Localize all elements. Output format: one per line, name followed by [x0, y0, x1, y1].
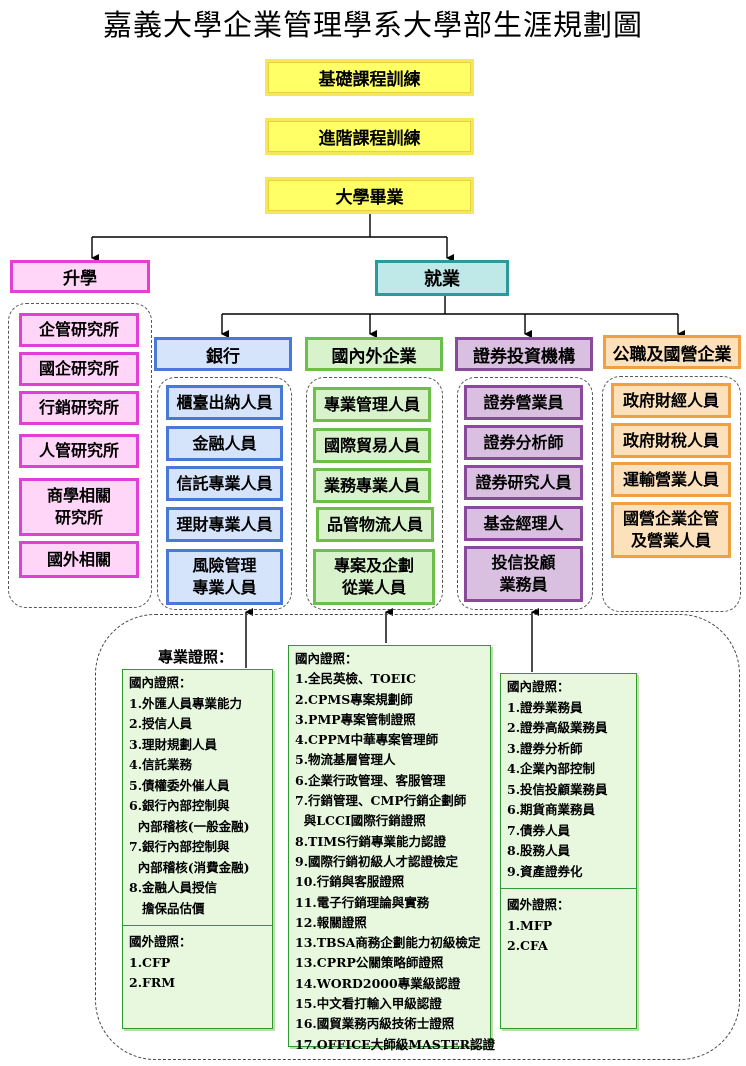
license-divider — [501, 888, 636, 889]
license-item: 3.證券分析師 — [507, 740, 583, 756]
public-item: 運輸營業人員 — [611, 462, 731, 497]
license-item: 7.銀行內部控制與 — [129, 839, 230, 854]
enterprise-item: 國際貿易人員 — [313, 428, 431, 463]
license-item: 8.TIMS行銷專業能力認證 — [295, 833, 447, 849]
license-item: 13.TBSA商務企劃能力初級檢定 — [295, 935, 481, 951]
bank-item: 金融人員 — [166, 426, 283, 461]
license-item: 2.授信人員 — [129, 716, 193, 731]
study-item: 企管研究所 — [19, 313, 139, 347]
bank-item: 櫃臺出納人員 — [166, 385, 283, 420]
public-item: 國營企業企管 及營業人員 — [611, 502, 731, 558]
license-heading: 國內證照： — [129, 675, 192, 690]
license-item: 2.CFA — [507, 938, 548, 953]
stage-advanced: 進階課程訓練 — [265, 118, 474, 155]
enterprise-item: 專業管理人員 — [313, 387, 431, 422]
stage-basic: 基礎課程訓練 — [265, 59, 474, 96]
bank-item: 理財專業人員 — [166, 507, 283, 542]
license-item: 3.理財規劃人員 — [129, 736, 218, 752]
license-item: 5.投信投顧業務員 — [507, 781, 608, 797]
license-item: 8.股務人員 — [507, 843, 571, 858]
license-item: 2.FRM — [129, 975, 176, 990]
license-item: 1.證券業務員 — [507, 699, 583, 715]
license-item: 5.物流基層管理人 — [295, 752, 396, 768]
license-item: 9.國際行銷初級人才認證檢定 — [295, 853, 459, 869]
license-item: 6.期貨商業務員 — [507, 802, 596, 817]
category-public: 公職及國營企業 — [603, 335, 741, 369]
study-item: 商學相關 研究所 — [19, 478, 139, 536]
licenses-region — [95, 614, 740, 1060]
enterprise-item: 品管物流人員 — [316, 507, 434, 542]
stage-graduation: 大學畢業 — [265, 177, 474, 214]
public-item: 政府財稅人員 — [611, 423, 731, 458]
license-heading: 國內證照： — [507, 679, 570, 694]
license-item: 7.行銷管理、CMP行銷企劃師 — [295, 793, 467, 809]
license-item: 內部稽核(一般金融) — [129, 818, 250, 834]
license-item: 11.電子行銷理論與實務 — [295, 894, 430, 910]
license-item: 17.OFFICE大師級MASTER認證 — [295, 1036, 495, 1052]
license-item: 內部稽核(消費金融) — [129, 859, 250, 875]
license-item: 1.全民英檢、TOEIC — [295, 671, 417, 687]
securities-item: 證券研究人員 — [464, 465, 583, 500]
license-item: 與LCCI國際行銷證照 — [295, 813, 426, 829]
license-item: 1.外匯人員專業能力 — [129, 695, 243, 711]
license-item: 14.WORD2000專業級認證 — [295, 975, 461, 991]
license-item: 8.金融人員授信 — [129, 880, 218, 895]
study-item: 國企研究所 — [19, 352, 139, 386]
license-item: 4.CPPM中華專案管理師 — [295, 732, 439, 748]
enterprise-group — [306, 377, 443, 610]
public-item: 政府財經人員 — [611, 383, 731, 418]
page-title: 嘉義大學企業管理學系大學部生涯規劃圖 — [102, 8, 643, 42]
license-item: 2.CPMS專案規劃師 — [295, 691, 413, 707]
license-item: 5.債權委外催人員 — [129, 777, 230, 793]
license-item: 15.中文看打輸入甲級認證 — [295, 996, 442, 1012]
study-group — [8, 303, 152, 608]
license-heading: 國外證照： — [129, 934, 192, 949]
license-item: 10.行銷與客服證照 — [295, 874, 405, 890]
license-item: 擔保品估價 — [129, 900, 205, 916]
license-item: 12.報關證照 — [295, 914, 367, 930]
licenses-label: 專業證照： — [158, 648, 234, 666]
license-item: 3.PMP專案管制證照 — [295, 711, 416, 727]
securities-item: 基金經理人 — [464, 506, 583, 541]
license-heading: 國內證照： — [295, 651, 358, 666]
category-enterprise: 國內外企業 — [305, 337, 443, 371]
license-heading: 國外證照： — [507, 897, 570, 912]
securities-licenses-box: 國內證照： 1.證券業務員 2.證券高級業務員 3.證券分析師 4.企業內部控制… — [500, 673, 637, 1029]
securities-item: 證券分析師 — [464, 425, 583, 460]
enterprise-item: 專案及企劃 從業人員 — [313, 549, 435, 605]
bank-item: 風險管理 專業人員 — [166, 549, 283, 605]
license-item: 4.信託業務 — [129, 757, 193, 772]
securities-group — [457, 377, 593, 610]
license-item: 4.企業內部控制 — [507, 761, 596, 776]
branch-employment: 就業 — [375, 260, 509, 296]
public-group — [602, 376, 741, 612]
license-item: 6.銀行內部控制與 — [129, 798, 230, 813]
license-item: 1.CFP — [129, 954, 171, 970]
securities-item: 投信投顧 業務員 — [464, 546, 583, 602]
study-item: 行銷研究所 — [19, 391, 139, 425]
license-item: 7.債券人員 — [507, 822, 571, 838]
branch-study: 升學 — [10, 260, 150, 293]
category-securities: 證券投資機構 — [455, 337, 593, 371]
bank-item: 信託專業人員 — [166, 466, 283, 501]
license-item: 2.證券高級業務員 — [507, 720, 608, 735]
study-item: 人管研究所 — [19, 434, 139, 468]
license-divider — [123, 925, 272, 926]
license-item: 6.企業行政管理、客服管理 — [295, 772, 446, 788]
study-item: 國外相關 — [19, 541, 139, 578]
enterprise-item: 業務專業人員 — [313, 468, 431, 503]
license-item: 9.資產證券化 — [507, 863, 583, 879]
securities-item: 證券營業員 — [464, 385, 583, 420]
license-item: 13.CPRP公關策略師證照 — [295, 955, 444, 971]
enterprise-licenses-box: 國內證照： 1.全民英檢、TOEIC 2.CPMS專案規劃師 3.PMP專案管制… — [288, 645, 495, 1052]
bank-group — [157, 377, 292, 610]
bank-licenses-box: 國內證照： 1.外匯人員專業能力 2.授信人員 3.理財規劃人員 4.信託業務 … — [122, 669, 273, 1029]
license-item: 16.國貿業務丙級技術士證照 — [295, 1016, 455, 1032]
license-item: 1.MFP — [507, 917, 553, 933]
category-bank: 銀行 — [154, 337, 292, 371]
